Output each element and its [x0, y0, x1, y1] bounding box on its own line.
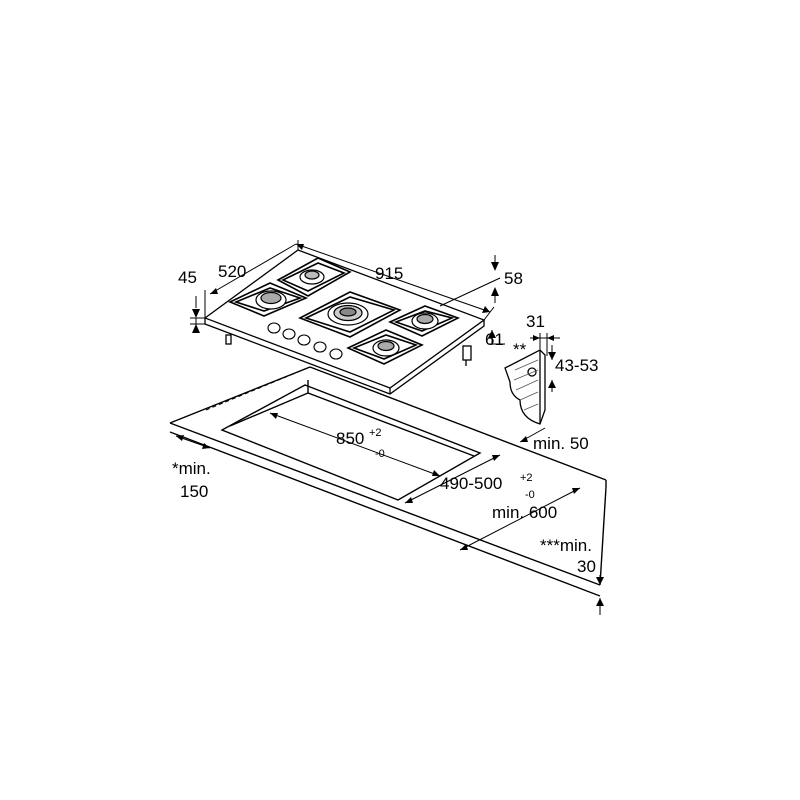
- dim-min-below-line2: 30: [577, 557, 596, 576]
- burner-front-right: [372, 339, 400, 357]
- svg-text:-0: -0: [375, 448, 385, 460]
- dim-width-915: 915: [375, 264, 403, 283]
- burner-grids: [228, 257, 461, 365]
- svg-text:850: 850: [336, 429, 364, 448]
- dim-worktop-43-53: 43-53: [555, 356, 598, 375]
- bracket-marker: **: [513, 340, 527, 359]
- cutout: [220, 380, 482, 501]
- bracket-hatching: [513, 359, 539, 411]
- svg-text:-0: -0: [525, 489, 535, 501]
- dim-cutout-depth: 490-500 +2 -0: [440, 472, 535, 501]
- dim-depth-520: 520: [218, 262, 246, 281]
- svg-text:+2: +2: [520, 472, 533, 484]
- dim-height-45: 45: [178, 268, 197, 287]
- dim-min-50: min. 50: [533, 434, 589, 453]
- dim-min-below-line1: ***min.: [540, 536, 592, 555]
- dim-clip-61: 61: [485, 330, 504, 349]
- knob: [282, 328, 296, 340]
- svg-text:+2: +2: [369, 427, 382, 439]
- knob: [313, 341, 327, 353]
- dim-min-600: min. 600: [492, 503, 557, 522]
- dimension-lines: [175, 240, 601, 615]
- knob: [297, 334, 311, 346]
- burner-front-left: [255, 290, 287, 310]
- arrowheads: [176, 244, 604, 606]
- knob: [329, 348, 343, 360]
- knob: [267, 322, 281, 334]
- control-knobs: [267, 322, 343, 360]
- dim-clip-58: 58: [504, 269, 523, 288]
- dim-min-side-line2: 150: [180, 482, 208, 501]
- dim-bracket-31: 31: [526, 312, 545, 331]
- worktop: [169, 366, 607, 597]
- svg-text:490-500: 490-500: [440, 474, 502, 493]
- burner-centre-wok: [327, 302, 369, 326]
- burner-right: [411, 312, 439, 330]
- burner-rear-left: [299, 269, 325, 285]
- dim-min-side-line1: *min.: [172, 459, 211, 478]
- dim-cutout-width: 850 +2 -0: [336, 427, 385, 460]
- mounting-bracket: [504, 349, 546, 425]
- burners: [255, 269, 439, 357]
- worktop-hidden-edge: [205, 366, 311, 411]
